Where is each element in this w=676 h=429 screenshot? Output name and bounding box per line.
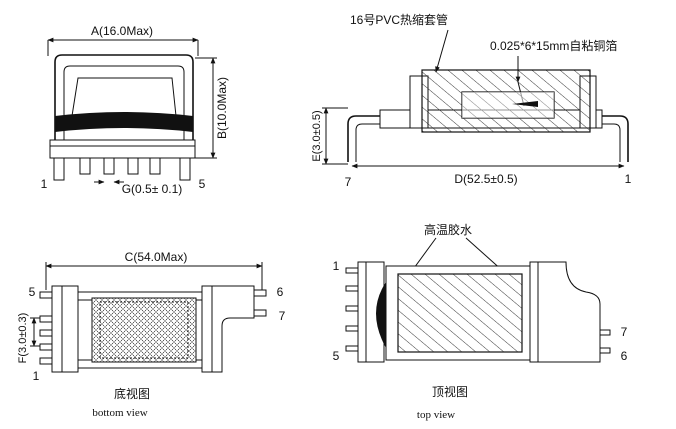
bottom-flange-left: [51, 285, 79, 373]
top-winding: [397, 273, 523, 353]
pin-label: 5: [199, 177, 206, 191]
front-pin: [103, 157, 115, 175]
bottom-pin: [39, 315, 53, 323]
pvc-callout-label: 16号PVC热缩套管: [350, 12, 448, 27]
bottom-pin: [253, 289, 267, 297]
pin-label: 6: [621, 349, 628, 363]
wire-left-inner: [355, 123, 395, 162]
top-pin: [345, 325, 359, 332]
pin-label: 7: [621, 325, 628, 339]
copper-foil-tint: [462, 92, 554, 118]
front-pin: [53, 157, 65, 181]
bottom-pin: [39, 329, 53, 337]
front-pin: [149, 157, 161, 175]
pin-label: 5: [333, 349, 340, 363]
dim-b-label: B(10.0Max): [215, 77, 229, 139]
top-view-title: 顶视图: [432, 384, 468, 399]
dim-c-label: C(54.0Max): [125, 250, 188, 264]
glue-blob-left: [376, 282, 386, 348]
dim-d-mask: [448, 172, 526, 185]
bottom-pin: [39, 343, 53, 351]
pin-label: 5: [29, 285, 36, 299]
top-flange-right: [529, 261, 601, 363]
glue-callout-label: 高温胶水: [424, 222, 472, 237]
dim-c-mask: [116, 250, 196, 264]
pin-label: 1: [33, 369, 40, 383]
pin-label: 1: [333, 259, 340, 273]
winding-block: [71, 77, 177, 117]
top-pin: [345, 305, 359, 312]
dim-a-label: A(16.0Max): [91, 24, 153, 38]
bottom-flange-right: [201, 285, 255, 373]
dim-d-label: D(52.5±0.5): [454, 172, 517, 186]
side-view: 16号PVC热缩套管 0.025*6*15mm自粘铜箔 E(3.0±0.5) D…: [311, 12, 632, 189]
wire-right-inner: [600, 123, 621, 162]
pvc-leader: [435, 29, 449, 73]
top-pin: [345, 285, 359, 292]
dim-f-label: F(3.0±0.3): [17, 313, 29, 364]
dim-a-mask: [85, 24, 163, 38]
bottom-winding-hatch: [92, 298, 196, 362]
pin-label: 7: [345, 175, 352, 189]
top-view: 高温胶水 1 5 7 6 顶视图 top view: [333, 222, 628, 421]
bottom-view-subtitle: bottom view: [92, 407, 147, 419]
core-inner-outline: [63, 65, 185, 142]
bottom-pin: [253, 309, 267, 317]
bottom-pin: [39, 357, 53, 365]
top-pin: [345, 267, 359, 274]
wire-right: [600, 115, 629, 162]
top-pin: [345, 345, 359, 352]
pin-label: 1: [625, 172, 632, 186]
bottom-winding-border: [99, 301, 189, 359]
front-view: A(16.0Max) B(10.0Max) G(0.5± 0.1) 1 5: [41, 24, 229, 196]
dim-e-label: E(3.0±0.5): [311, 110, 323, 161]
front-base: [49, 139, 196, 159]
front-pin: [179, 157, 191, 181]
bottom-view-title: 底视图: [114, 386, 150, 401]
tape-band: [55, 112, 193, 132]
foil-callout-label: 0.025*6*15mm自粘铜箔: [490, 38, 617, 53]
foil-tab: [512, 101, 538, 107]
top-view-subtitle: top view: [417, 409, 455, 421]
front-pin: [127, 157, 139, 175]
dim-g-label: G(0.5± 0.1): [122, 182, 183, 196]
bottom-view: C(54.0Max) F(3.0±0.3) 5 1 6 7 底视图 bott: [17, 250, 286, 419]
pin-label: 7: [279, 309, 286, 323]
pin-label: 1: [41, 177, 48, 191]
wire-left: [347, 115, 395, 162]
bottom-pin: [39, 291, 53, 299]
pin-label: 6: [277, 285, 284, 299]
core-outline: [54, 54, 194, 142]
front-pin: [79, 157, 91, 175]
